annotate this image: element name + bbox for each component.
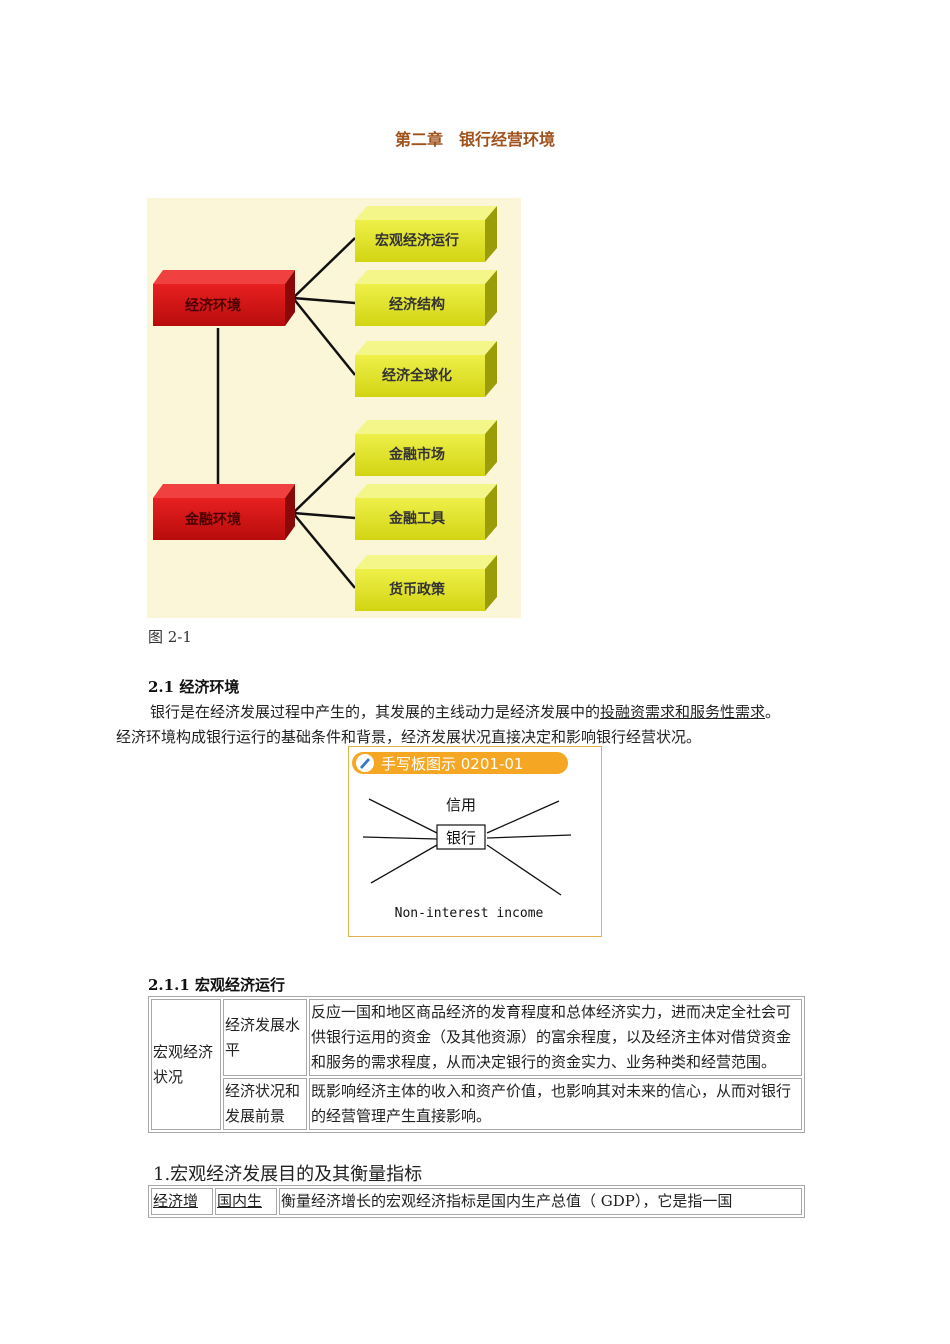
table-row: 经济增 国内生 衡量经济增长的宏观经济指标是国内生产总值（ GDP），它是指一国 [151, 1188, 802, 1215]
figure-caption: 图 2-1 [148, 628, 192, 646]
environment-diagram-svg: 经济环境 金融环境 宏观经济运行 经济结构 经济全球化 [153, 206, 497, 611]
table-cell-term: 经济状况和发展前景 [223, 1078, 307, 1130]
yellow-node: 金融工具 [355, 484, 497, 540]
underlined-term: 投融资需求和服务性需求 [600, 703, 766, 721]
table-cell-term: 国内生 [215, 1188, 277, 1215]
yellow-node-label: 宏观经济运行 [375, 232, 459, 249]
section-heading-2-1-1: 2.1.1 宏观经济运行 [148, 976, 285, 994]
growth-table: 经济增 国内生 衡量经济增长的宏观经济指标是国内生产总值（ GDP），它是指一国 [148, 1185, 805, 1218]
handwriting-board: 手写板图示 0201-01 信用 银行 Non-interest income [348, 746, 602, 937]
connector-line [292, 237, 356, 299]
word-credit: 信用 [446, 796, 476, 814]
table-cell-desc: 衡量经济增长的宏观经济指标是国内生产总值（ GDP），它是指一国 [279, 1188, 802, 1215]
board-header-bar [352, 752, 568, 774]
table-row: 宏观经济状况 经济发展水平 反应一国和地区商品经济的发育程度和总体经济实力，进而… [151, 999, 802, 1130]
bank-box [436, 824, 486, 850]
yellow-node: 宏观经济运行 [355, 206, 497, 262]
yellow-node: 金融市场 [355, 420, 497, 476]
yellow-node-label: 经济全球化 [382, 367, 452, 384]
table-cell-term: 经济增 [151, 1188, 213, 1215]
handwriting-board-svg: 手写板图示 0201-01 信用 银行 Non-interest income [352, 752, 572, 921]
word-bank: 银行 [446, 829, 476, 847]
pen-icon-shape [360, 758, 370, 769]
connector-line [292, 511, 356, 520]
yellow-node-label: 货币政策 [388, 581, 446, 598]
yellow-node-label: 金融市场 [388, 446, 445, 463]
board-header-text: 手写板图示 0201-01 [381, 755, 523, 773]
table-cell-term: 经济发展水平 [223, 999, 307, 1076]
subsection-heading: 1.宏观经济发展目的及其衡量指标 [153, 1164, 423, 1185]
red-node-label: 经济环境 [185, 297, 241, 314]
red-node-label: 金融环境 [184, 511, 241, 528]
red-node-financial: 金融环境 [153, 484, 295, 540]
yellow-node: 经济全球化 [355, 341, 497, 397]
section-heading-2-1: 2.1 经济环境 [148, 678, 240, 696]
paragraph-text: 银行是在经济发展过程中产生的，其发展的主线动力是经济发展中的 [150, 703, 601, 721]
connector-line [292, 297, 356, 376]
table-row: 经济状况和发展前景 既影响经济主体的收入和资产价值，也影响其对未来的信心，从而对… [151, 1078, 802, 1130]
word-non-interest-income: Non-interest income [395, 906, 544, 921]
connector-line [292, 512, 356, 589]
yellow-node-label: 金融工具 [388, 510, 445, 527]
connector-lines [216, 237, 356, 589]
macro-economy-table: 宏观经济状况 经济发展水平 反应一国和地区商品经济的发育程度和总体经济实力，进而… [148, 996, 805, 1133]
red-node-economic: 经济环境 [153, 270, 295, 326]
connector-line [292, 296, 356, 305]
environment-diagram: 经济环境 金融环境 宏观经济运行 经济结构 经济全球化 [147, 198, 521, 618]
table-cell-desc: 反应一国和地区商品经济的发育程度和总体经济实力，进而决定全社会可供银行运用的资金… [309, 999, 802, 1076]
paragraph-text: 。 [765, 703, 781, 721]
paragraph: 经济环境构成银行运行的基础条件和背景，经济发展状况直接决定和影响银行经营状况。 [116, 728, 702, 746]
sketch-lines [362, 798, 572, 896]
yellow-node-label: 经济结构 [389, 296, 445, 313]
yellow-node: 经济结构 [355, 270, 497, 326]
table-cell-desc: 既影响经济主体的收入和资产价值，也影响其对未来的信心，从而对银行的经营管理产生直… [309, 1078, 802, 1130]
yellow-node: 货币政策 [355, 555, 497, 611]
page-title: 第二章 银行经营环境 [394, 130, 555, 149]
table-cell-group: 宏观经济状况 [151, 999, 221, 1130]
connector-line [292, 452, 356, 514]
paragraph: 银行是在经济发展过程中产生的，其发展的主线动力是经济发展中的投融资需求和服务性需… [150, 700, 850, 725]
